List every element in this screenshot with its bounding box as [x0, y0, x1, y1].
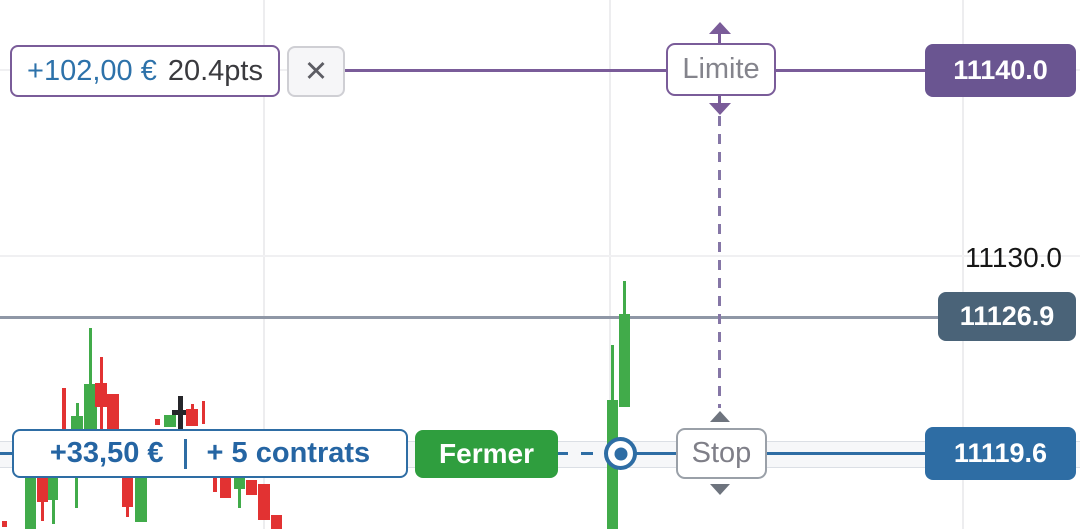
stop-order-handle[interactable]: Stop	[676, 428, 767, 479]
vertical-gridline	[962, 0, 964, 529]
candle	[246, 480, 257, 495]
limit-arrow-down-icon	[709, 103, 731, 115]
candle	[52, 499, 55, 524]
candle	[71, 416, 83, 429]
candle	[95, 383, 107, 407]
candle	[62, 388, 66, 429]
limit-points-value: 20.4pts	[167, 54, 263, 87]
candle	[37, 478, 48, 502]
limit-price-value: 11140.0	[953, 55, 1048, 85]
close-position-button[interactable]: Fermer	[415, 430, 558, 478]
axis-price-label: 11130.0	[964, 242, 1062, 273]
candle	[611, 345, 614, 401]
candle	[619, 314, 630, 407]
candle	[89, 328, 92, 385]
candle	[164, 415, 176, 427]
candle	[258, 484, 270, 520]
stop-arrow-down-icon	[710, 484, 730, 495]
limit-handle-stem	[718, 33, 721, 44]
candle	[238, 488, 241, 508]
limit-pnl-value: +102,00 €	[27, 54, 157, 87]
vertical-gridline	[609, 0, 611, 529]
close-position-label: Fermer	[439, 438, 534, 469]
stop-order-dashed-line	[556, 452, 602, 455]
limit-stop-connector-line	[718, 116, 721, 408]
limit-arrow-up-icon	[709, 22, 731, 34]
limit-handle-label: Limite	[682, 53, 760, 85]
vertical-gridline	[263, 0, 265, 529]
limit-order-handle[interactable]: Limite	[666, 43, 776, 96]
candle	[126, 506, 129, 517]
position-size-value: + 5 contrats	[206, 437, 371, 469]
stop-order-line	[766, 452, 932, 455]
limit-order-line	[773, 69, 932, 72]
stop-order-line	[0, 452, 12, 455]
limit-pnl-box[interactable]: +102,00 € 20.4pts	[10, 45, 280, 97]
position-marker-dot	[614, 447, 627, 460]
candle	[84, 384, 97, 429]
candle	[623, 281, 626, 315]
close-icon: ✕	[303, 56, 329, 88]
candle	[155, 419, 160, 425]
current-price-badge: 11126.9	[938, 292, 1076, 341]
position-pnl-value: +33,50 €	[49, 437, 164, 469]
candle	[107, 394, 119, 429]
candle	[172, 410, 186, 415]
stop-order-line	[636, 452, 678, 455]
candle	[220, 478, 231, 498]
limit-order-line	[345, 69, 668, 72]
candle	[271, 515, 282, 529]
current-price-line	[0, 316, 941, 319]
candle	[25, 478, 36, 529]
current-price-value: 11126.9	[959, 301, 1055, 331]
stop-handle-label: Stop	[691, 437, 752, 469]
stop-price-badge: 11119.6	[925, 427, 1076, 480]
candle	[75, 478, 78, 508]
candle	[100, 357, 103, 383]
stop-price-value: 11119.6	[953, 438, 1048, 468]
candle	[213, 478, 217, 492]
candle	[122, 478, 133, 507]
candle	[48, 478, 58, 500]
divider	[183, 438, 187, 469]
candle	[76, 403, 79, 417]
candle	[234, 478, 245, 489]
candle	[191, 404, 194, 410]
candle	[186, 409, 198, 426]
close-limit-button[interactable]: ✕	[287, 46, 345, 97]
candle	[41, 500, 44, 521]
limit-price-badge: 11140.0	[925, 44, 1076, 97]
candle	[2, 521, 7, 527]
stop-arrow-up-icon	[710, 411, 730, 422]
candle	[100, 407, 103, 429]
candle	[135, 478, 147, 522]
position-marker-icon	[604, 437, 637, 470]
horizontal-gridline	[0, 255, 1080, 257]
position-pnl-box[interactable]: +33,50 € + 5 contrats	[12, 429, 408, 478]
limit-handle-stem	[718, 96, 721, 104]
candle	[202, 401, 205, 424]
